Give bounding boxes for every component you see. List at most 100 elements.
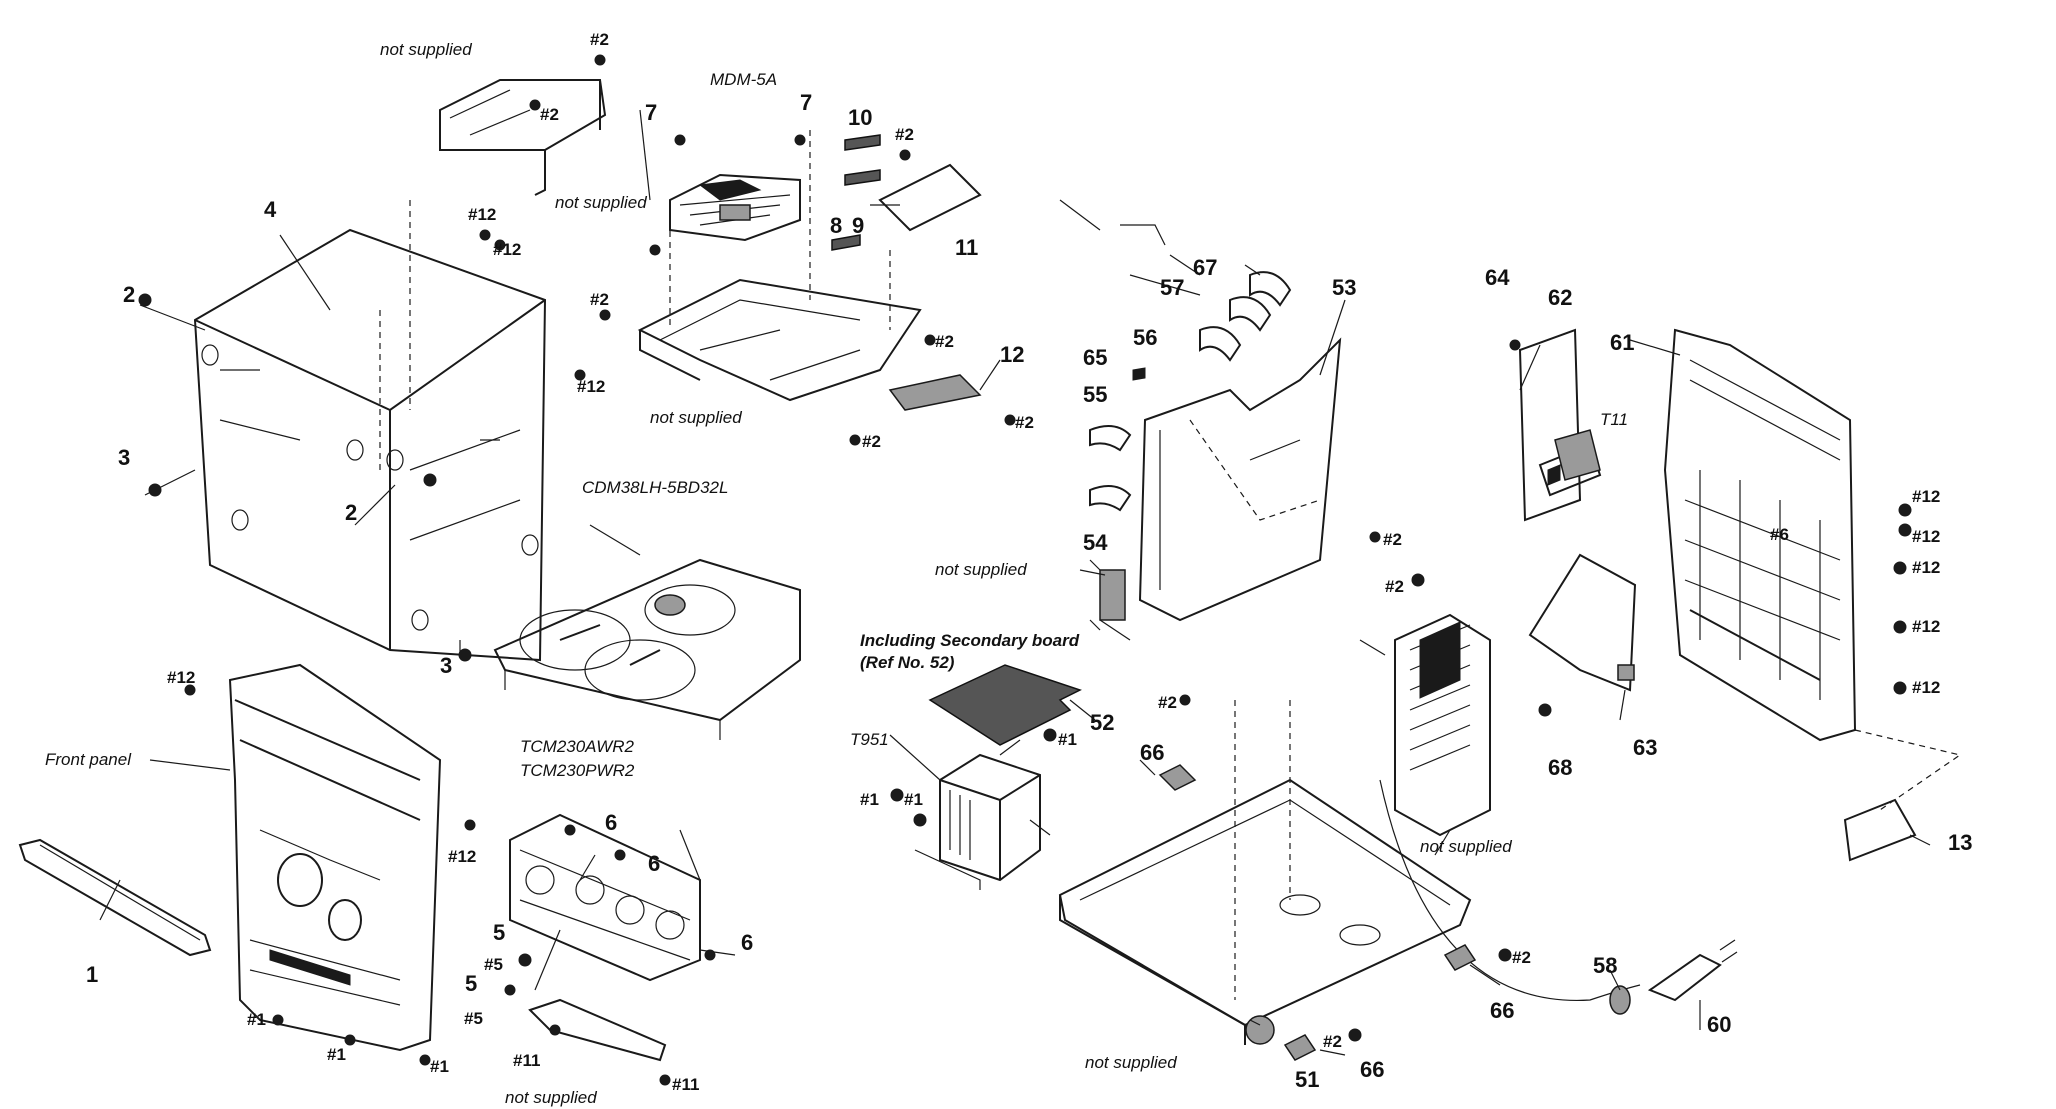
screw-icon	[913, 813, 927, 827]
screw-label: #6	[1770, 525, 1789, 544]
screw-label: #2	[1385, 577, 1404, 596]
screw-label: #1	[904, 790, 923, 809]
screw-label: #2	[1323, 1032, 1342, 1051]
tape-mechanism	[509, 813, 701, 982]
part-number-67: 67	[1193, 255, 1217, 280]
part-number-6: 6	[605, 810, 617, 835]
label-not-supplied-bottom: not supplied	[505, 1088, 597, 1107]
label-not-supplied-base: not supplied	[1085, 1053, 1177, 1072]
part-number-63: 63	[1633, 735, 1657, 760]
board-62	[1518, 328, 1602, 522]
board-52	[928, 664, 1082, 746]
screw-icon	[849, 434, 861, 446]
part-number-55: 55	[1083, 382, 1107, 407]
label-not-supplied-mech: not supplied	[555, 193, 647, 212]
screw-label: #2	[540, 105, 559, 124]
screw-label: #11	[513, 1051, 540, 1070]
part-number-51: 51	[1295, 1067, 1319, 1092]
screw-label: #1	[327, 1045, 346, 1064]
part-number-13: 13	[1948, 830, 1972, 855]
screw-label: #2	[590, 290, 609, 309]
part-number-65: 65	[1083, 345, 1107, 370]
screw-icon	[1004, 414, 1016, 426]
screw-icon	[649, 244, 661, 256]
main-board-53	[1089, 337, 1342, 631]
front-panel	[228, 663, 442, 1052]
screw-icon	[419, 1054, 431, 1066]
screw-icon	[1369, 531, 1381, 543]
screw-icon	[272, 1014, 284, 1026]
screw-label: #12	[468, 205, 496, 224]
screw-icon	[1348, 1028, 1362, 1042]
part-number-7: 7	[800, 90, 812, 115]
part-number-11: 11	[955, 235, 978, 260]
label-secondary-2: (Ref No. 52)	[860, 653, 955, 672]
screw-label: #12	[577, 377, 605, 396]
screw-icon	[464, 819, 476, 831]
part-number-66: 66	[1140, 740, 1164, 765]
heatsink	[1394, 613, 1491, 837]
power-cord	[1379, 779, 1738, 1015]
screw-icon	[1043, 728, 1057, 742]
screw-icon	[494, 239, 506, 251]
label-not-supplied-top: not supplied	[380, 40, 472, 59]
screw-label: #2	[1383, 530, 1402, 549]
screw-icon	[1509, 339, 1521, 351]
screw-label: #1	[1058, 730, 1077, 749]
part-number-66: 66	[1490, 998, 1514, 1023]
label-tcm2: TCM230PWR2	[520, 761, 635, 780]
screw-label: #12	[1912, 617, 1940, 636]
part-number-2: 2	[123, 282, 135, 307]
screw-label: #12	[448, 847, 476, 866]
part-number-2: 2	[345, 500, 357, 525]
md-mechanism	[669, 173, 801, 242]
screw-icon	[599, 309, 611, 321]
screw-icon	[594, 54, 606, 66]
part-number-58: 58	[1593, 953, 1617, 978]
label-not-supplied-center: not supplied	[935, 560, 1027, 579]
part-number-3: 3	[440, 653, 452, 678]
part-1-strip	[18, 838, 212, 957]
screw-label: #2	[1512, 948, 1531, 967]
transformer-t951	[914, 753, 1051, 890]
label-t951: T951	[850, 730, 889, 749]
part-number-53: 53	[1332, 275, 1356, 300]
part-number-10: 10	[848, 105, 872, 130]
screw-icon	[1411, 573, 1425, 587]
screw-label: #2	[895, 125, 914, 144]
screw-icon	[564, 824, 576, 836]
screw-icon	[574, 369, 586, 381]
screw-label: #1	[430, 1057, 449, 1076]
label-t11: T11	[1600, 410, 1628, 429]
screw-label: #11	[672, 1075, 699, 1094]
shield-panel	[1528, 553, 1637, 692]
screw-icon	[1898, 503, 1912, 517]
label-front-panel: Front panel	[45, 750, 132, 769]
screw-icon	[704, 949, 716, 961]
part-number-62: 62	[1548, 285, 1572, 310]
part-number-57: 57	[1160, 275, 1184, 300]
screw-label: #12	[1912, 527, 1940, 546]
part-number-5: 5	[465, 971, 477, 996]
part-number-9: 9	[852, 213, 864, 238]
screw-markers[interactable]	[138, 54, 1912, 1086]
screw-icon	[1898, 523, 1912, 537]
leader-lines	[99, 109, 1931, 1056]
screw-label: #2	[590, 30, 609, 49]
screw-icon	[1893, 620, 1907, 634]
screw-icon	[1893, 561, 1907, 575]
label-secondary-1: Including Secondary board	[860, 631, 1080, 650]
part-number-54: 54	[1083, 530, 1108, 555]
part-number-61: 61	[1610, 330, 1634, 355]
part-number-56: 56	[1133, 325, 1157, 350]
part-number-52: 52	[1090, 710, 1114, 735]
label-mdm: MDM-5A	[710, 70, 777, 89]
screw-icon	[344, 1034, 356, 1046]
screw-label: #2	[1015, 413, 1034, 432]
screw-icon	[549, 1024, 561, 1036]
screw-icon	[674, 134, 686, 146]
bottom-chassis	[1058, 700, 1472, 1045]
label-tcm1: TCM230AWR2	[520, 737, 635, 756]
screw-icon	[148, 483, 162, 497]
